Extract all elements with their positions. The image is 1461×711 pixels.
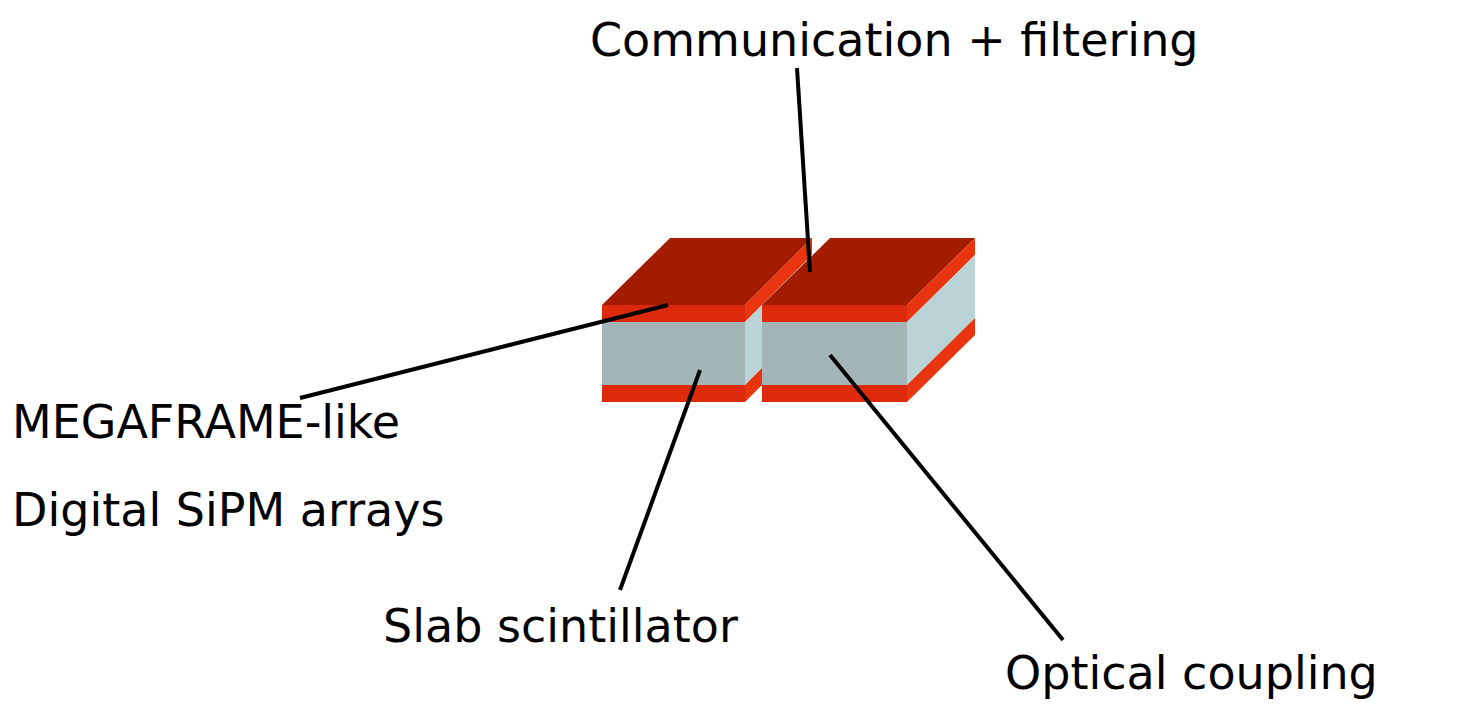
callout-label: MEGAFRAME-like Digital SiPM arrays [12,378,542,554]
callout-label: Communication + filtering [590,12,1199,68]
leader-lines [300,68,1063,640]
callout-label: Slab scintillator [383,598,738,654]
callout-label: Optical coupling [1005,645,1378,701]
right-module [762,238,975,402]
